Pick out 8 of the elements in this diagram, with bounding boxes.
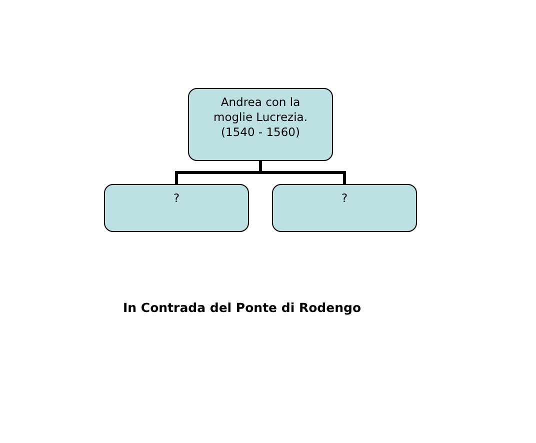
person-box: [104, 184, 249, 232]
node-text: ?: [341, 191, 348, 206]
location-caption: In Contrada del Ponte di Rodengo: [123, 300, 362, 315]
node-text: Andrea con la moglie Lucrezia. (1540 - 1560): [212, 95, 308, 140]
person-box: [272, 184, 417, 232]
connector-line: [259, 161, 346, 184]
person-box: [188, 88, 333, 161]
node-text: ?: [173, 191, 180, 206]
